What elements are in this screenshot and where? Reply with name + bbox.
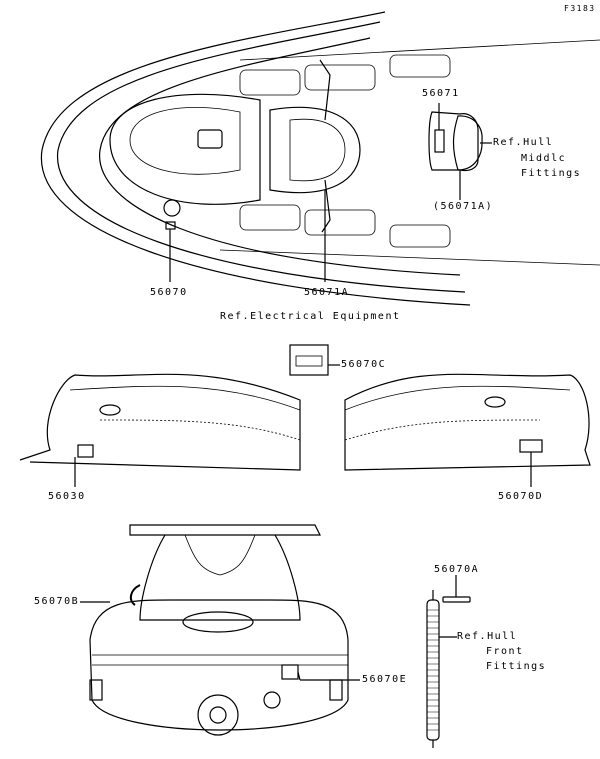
right-side-view	[344, 373, 591, 487]
part-56070D[interactable]: 56070D	[498, 491, 544, 502]
ref-hull-middle-2: Middlc	[521, 153, 567, 164]
part-56070E[interactable]: 56070E	[362, 674, 408, 685]
part-56070B[interactable]: 56070B	[34, 596, 80, 607]
electrical-box	[289, 344, 340, 376]
figure-id: F3183	[564, 4, 596, 13]
top-view-hull	[40, 11, 600, 306]
ref-hull-front-2: Front	[486, 646, 524, 657]
ref-hull-middle-1: Ref.Hull	[493, 137, 554, 148]
seat-cover-detail	[428, 103, 492, 200]
ref-hull-middle-3: Fittings	[521, 168, 582, 179]
ref-hull-front-1: Ref.Hull	[457, 631, 518, 642]
rear-view	[80, 524, 360, 736]
part-56070A[interactable]: 56070A	[434, 564, 480, 575]
part-56070[interactable]: 56070	[150, 287, 188, 298]
front-fitting-detail	[426, 575, 471, 748]
part-56070C[interactable]: 56070C	[341, 359, 387, 370]
ref-hull-front-3: Fittings	[486, 661, 547, 672]
part-56030[interactable]: 56030	[48, 491, 86, 502]
part-56071A-paren[interactable]: (56071A)	[433, 201, 494, 212]
part-56071[interactable]: 56071	[422, 88, 460, 99]
ref-electrical: Ref.Electrical Equipment	[220, 311, 401, 322]
left-side-view	[19, 373, 301, 487]
part-56071A[interactable]: 56071A	[304, 287, 350, 298]
